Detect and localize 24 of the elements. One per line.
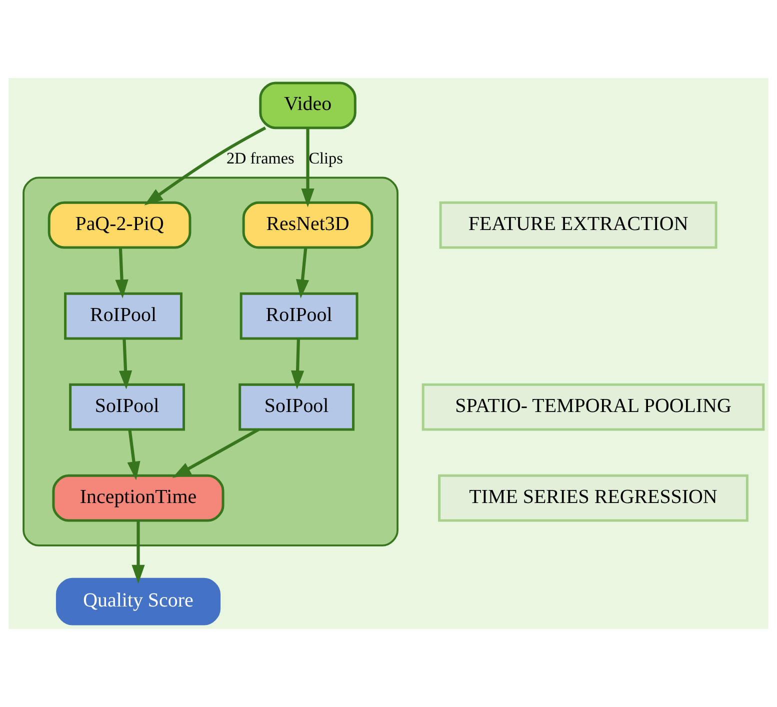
arrow	[301, 128, 314, 208]
node-box: InceptionTime	[52, 474, 224, 522]
edge-label: 2D frames	[226, 149, 294, 168]
arrow	[132, 520, 145, 584]
node-box: TIME SERIES REGRESSION	[438, 474, 748, 522]
node-box: ResNet3D	[242, 201, 374, 249]
cluster	[22, 176, 398, 546]
arrow	[144, 126, 266, 206]
node-box: RoIPool	[64, 292, 182, 340]
node-box: SPATIO- TEMPORAL POOLING	[422, 383, 765, 431]
arrow	[115, 248, 128, 298]
node-box: RoIPool	[240, 292, 358, 340]
arrow	[127, 430, 140, 480]
node-box: SoIPool	[238, 383, 355, 431]
node-box: Video	[259, 82, 356, 130]
node-box: FEATURE EXTRACTION	[439, 201, 718, 249]
arrow	[172, 428, 260, 478]
node-box: PaQ-2-PiQ	[48, 201, 192, 249]
arrow	[296, 248, 310, 298]
edge-label: Clips	[308, 149, 343, 168]
arrow	[291, 338, 304, 390]
node-box: SoIPool	[69, 383, 185, 431]
arrow	[118, 338, 132, 390]
node-box: Quality Score	[56, 578, 221, 626]
